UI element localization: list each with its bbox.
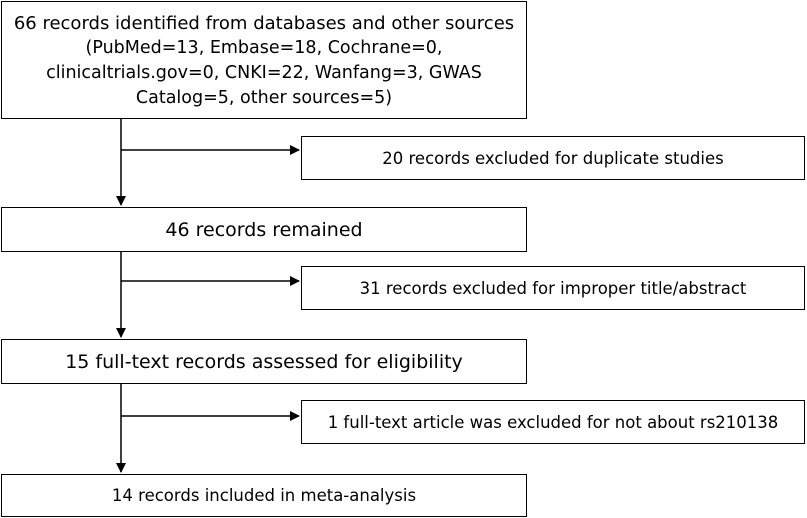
identification-line-4: Catalog=5, other sources=5) (135, 88, 393, 108)
excluded-fulltext-text: 1 full-text article was excluded for not… (327, 412, 779, 432)
remained-box: 46 records remained (1, 207, 527, 252)
identification-line-2: (PubMed=13, Embase=18, Cochrane=0, (85, 38, 443, 58)
identification-line-1: 66 records identified from databases and… (13, 13, 515, 34)
assessed-box: 15 full-text records assessed for eligib… (1, 339, 527, 384)
included-text: 14 records included in meta-analysis (111, 486, 417, 505)
excluded-duplicates-text: 20 records excluded for duplicate studie… (382, 148, 724, 168)
identification-box: 66 records identified from databases and… (1, 1, 527, 119)
excluded-fulltext-box: 1 full-text article was excluded for not… (301, 400, 805, 444)
included-box: 14 records included in meta-analysis (1, 474, 527, 517)
excluded-title-abstract-text: 31 records excluded for improper title/a… (359, 278, 747, 298)
excluded-title-abstract-box: 31 records excluded for improper title/a… (301, 266, 805, 310)
assessed-text: 15 full-text records assessed for eligib… (65, 350, 463, 373)
identification-line-3: clinicaltrials.gov=0, CNKI=22, Wanfang=3… (46, 63, 482, 83)
excluded-duplicates-box: 20 records excluded for duplicate studie… (301, 136, 805, 180)
remained-text: 46 records remained (165, 218, 363, 241)
